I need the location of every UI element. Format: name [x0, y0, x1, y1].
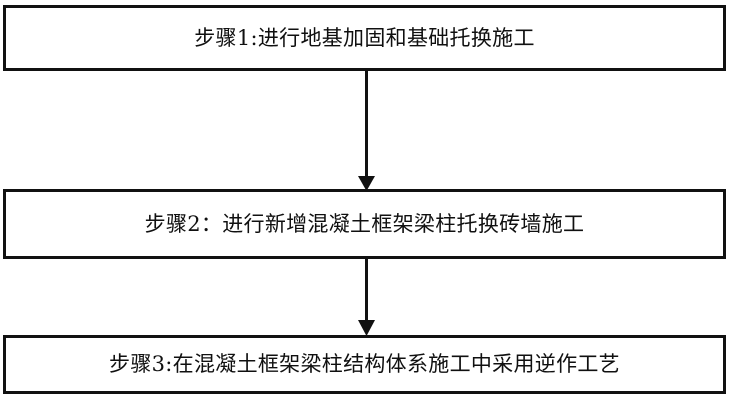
- arrow-down-icon: [358, 68, 375, 191]
- arrow-down-icon: [358, 256, 375, 336]
- flowchart-step-box-3: 步骤3:在混凝土框架梁柱结构体系施工中采用逆作工艺: [3, 335, 726, 394]
- flowchart-connector-2: [0, 256, 733, 337]
- flowchart-step-label-2: 步骤2：进行新增混凝土框架梁柱托换砖墙施工: [144, 211, 585, 236]
- flowchart-connector-1: [0, 68, 733, 192]
- flowchart-step-box-1: 步骤1:进行地基加固和基础托换施工: [3, 5, 726, 71]
- flowchart-step-box-2: 步骤2：进行新增混凝土框架梁柱托换砖墙施工: [3, 189, 726, 259]
- flowchart-step-label-3: 步骤3:在混凝土框架梁柱结构体系施工中采用逆作工艺: [109, 352, 620, 377]
- flowchart-step-label-1: 步骤1:进行地基加固和基础托换施工: [194, 25, 535, 50]
